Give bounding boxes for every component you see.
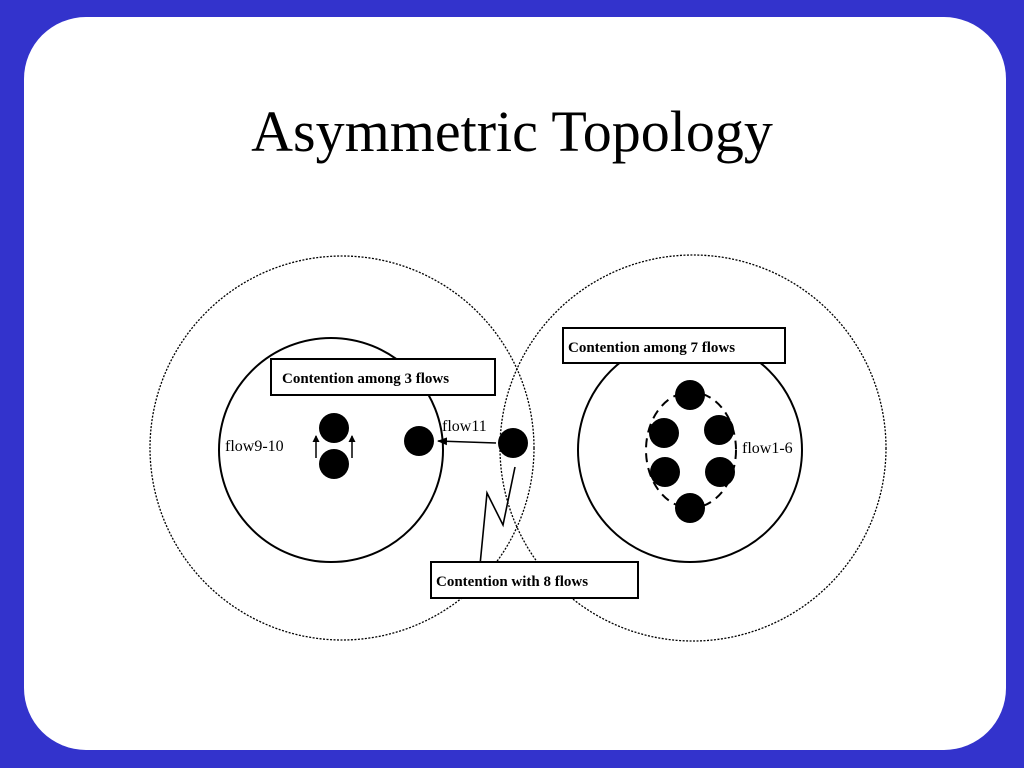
node-flow3: [704, 415, 734, 445]
right-contention-box: Contention among 7 flows: [562, 327, 786, 364]
left-contention-label: Contention among 3 flows: [282, 371, 449, 387]
flow9-10-label: flow9-10: [225, 438, 284, 455]
node-flow4: [650, 457, 680, 487]
left-inner-circle: [218, 337, 444, 563]
bottom-contention-box: Contention with 8 flows: [430, 561, 639, 599]
slide-background: [24, 17, 1006, 750]
interference-zigzag: [479, 466, 516, 566]
node-flow6: [675, 493, 705, 523]
node-flow11-receiver: [404, 426, 434, 456]
node-flow2: [649, 418, 679, 448]
left-contention-box: Contention among 3 flows: [270, 358, 496, 396]
left-outer-range-circle: [149, 255, 535, 641]
node-flow5: [705, 457, 735, 487]
slide-title: Asymmetric Topology: [251, 99, 773, 164]
node-flow10: [319, 449, 349, 479]
node-flow9: [319, 413, 349, 443]
node-flow11-sender: [498, 428, 528, 458]
flow11-arrow: [437, 437, 497, 446]
node-flow1: [675, 380, 705, 410]
flow11-label: flow11: [442, 418, 487, 435]
flow1-6-label: flow1-6: [742, 440, 793, 457]
right-contention-label: Contention among 7 flows: [568, 340, 735, 356]
bottom-contention-label: Contention with 8 flows: [436, 574, 588, 590]
